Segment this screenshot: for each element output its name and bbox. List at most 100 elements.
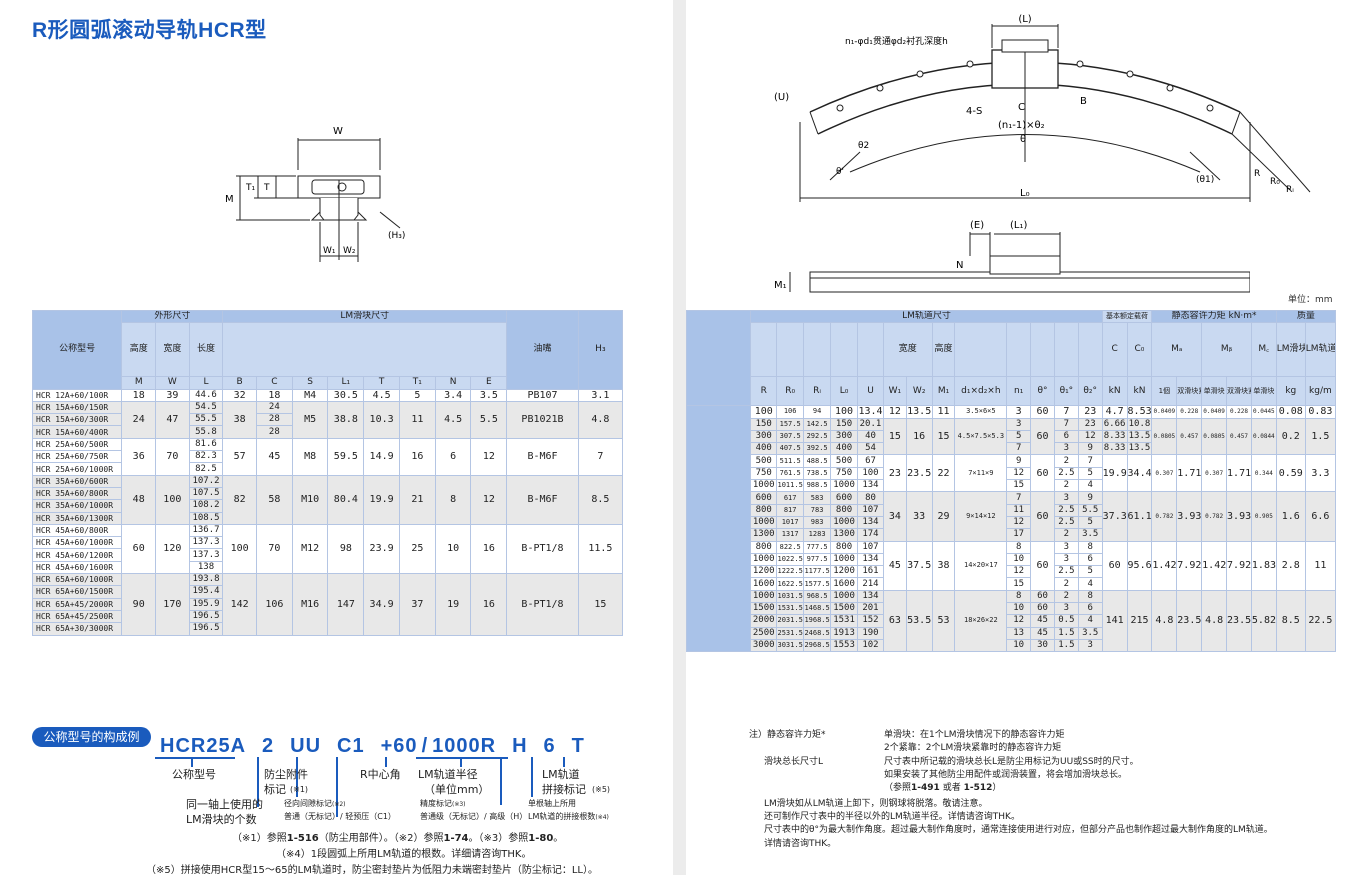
cell-B: 142 bbox=[222, 573, 257, 636]
cell-Ro: 1017 bbox=[776, 515, 805, 530]
unit-label: 单位：mm bbox=[1288, 295, 1333, 305]
ex-count2: LM滑块的个数 bbox=[186, 813, 257, 826]
cell-H3: 3.1 bbox=[577, 388, 624, 402]
code-part: 6 bbox=[543, 735, 556, 757]
hdr-length: 长度 bbox=[188, 322, 224, 378]
hdr-rcol-0: R bbox=[750, 376, 778, 407]
cell-W: 70 bbox=[155, 437, 190, 476]
cell-M1: 38 bbox=[931, 540, 956, 591]
cell-U: 102 bbox=[857, 638, 884, 653]
cell-Cv: 4.7 bbox=[1101, 405, 1128, 419]
cell-th2: 3.5 bbox=[1077, 528, 1103, 542]
dim-U: (U) bbox=[774, 92, 789, 103]
cell-nip: B-PT1/8 bbox=[506, 523, 579, 575]
cell-E: 16 bbox=[470, 523, 508, 575]
cell-nip: B-M6F bbox=[506, 474, 579, 525]
model-name: HCR 45A+60/800R bbox=[31, 523, 123, 538]
cell-th2: 9 bbox=[1077, 442, 1103, 456]
code-part: UU bbox=[290, 735, 322, 757]
hdr-moment-4: 单滑块 bbox=[1250, 376, 1277, 407]
hdr-r2-blank-0 bbox=[750, 322, 778, 378]
cell-U: 20.1 bbox=[857, 417, 884, 431]
ex-note-1: （※1）参照1-516（防尘用部件）。（※2）参照1-74。（※3）参照1-80… bbox=[232, 833, 564, 844]
cell-kgr: 0.83 bbox=[1304, 405, 1337, 419]
cell-B: 100 bbox=[222, 523, 257, 575]
hdr-rcol-7: M₁ bbox=[931, 376, 956, 407]
cell-W: 170 bbox=[155, 573, 190, 636]
cell-th1: 2 bbox=[1053, 589, 1079, 604]
dim-N: N bbox=[956, 260, 963, 271]
dim-T: T bbox=[263, 183, 270, 193]
cell-Lo: 800 bbox=[830, 540, 859, 554]
hdr-r2-blank-2 bbox=[803, 322, 832, 378]
ex-acc: 精度标记(※3) bbox=[420, 799, 466, 808]
cell-R: 750 bbox=[750, 466, 778, 481]
hdr-model: 公称型号 bbox=[31, 310, 123, 390]
model-name: HCR 25A+60/1000R bbox=[31, 462, 123, 476]
cell-L1: 30.5 bbox=[327, 388, 365, 402]
cell-S: M5 bbox=[291, 400, 329, 439]
cell-Lo: 1531 bbox=[830, 614, 859, 628]
cell-M: 60 bbox=[121, 523, 157, 575]
cell-W: 47 bbox=[155, 400, 190, 439]
cell-L: 195.4 bbox=[188, 585, 224, 599]
cell-T1: 21 bbox=[398, 474, 436, 525]
cell-n1: 8 bbox=[1006, 540, 1032, 554]
cell-U: 201 bbox=[857, 602, 884, 616]
cell-Ro: 1011.5 bbox=[776, 479, 805, 493]
cell-U: 107 bbox=[857, 540, 884, 554]
cell-W2: 53.5 bbox=[905, 589, 933, 653]
cell-Ro: 822.5 bbox=[776, 540, 805, 554]
cell-Lo: 1553 bbox=[830, 638, 859, 653]
cell-moment-4: 0.0844 bbox=[1250, 417, 1277, 456]
cell-L: 107.2 bbox=[188, 474, 224, 488]
model-name: HCR 35A+60/800R bbox=[31, 486, 123, 501]
cell-n1: 7 bbox=[1006, 442, 1032, 456]
cell-moment-3: 3.93 bbox=[1226, 491, 1252, 542]
cell-L1: 38.8 bbox=[327, 400, 365, 439]
cell-Ri: 1177.5 bbox=[803, 565, 832, 579]
dim-theta: θ bbox=[1020, 134, 1026, 145]
cell-th1: 3 bbox=[1053, 540, 1079, 554]
cell-th2: 4 bbox=[1077, 614, 1103, 628]
model-name: HCR 65A+60/1000R bbox=[31, 573, 123, 587]
cell-Lo: 150 bbox=[830, 417, 859, 431]
cell-H3: 4.8 bbox=[577, 400, 624, 439]
cell-moment-1: 23.5 bbox=[1176, 589, 1203, 653]
cell-S: M12 bbox=[291, 523, 329, 575]
dim-L: (L) bbox=[1018, 14, 1031, 25]
cell-nip: PB1021B bbox=[506, 400, 579, 439]
cell-Ri: 983 bbox=[803, 515, 832, 530]
side-view-diagram: (E) (L₁) N M₁ bbox=[774, 220, 1250, 293]
cell-Ro: 1317 bbox=[776, 528, 805, 542]
hdr-col-7: T bbox=[363, 376, 400, 390]
cell-kgb: 1.6 bbox=[1275, 491, 1306, 542]
note-a3: 2个紧靠：2个LM滑块紧靠时的静态容许力矩 bbox=[884, 743, 1062, 753]
cell-n1: 13 bbox=[1006, 626, 1032, 640]
cell-W2: 33 bbox=[905, 491, 933, 542]
cell-W1: 12 bbox=[882, 405, 907, 419]
cell-Cv: 19.9 bbox=[1101, 454, 1128, 493]
cell-th2: 6 bbox=[1077, 602, 1103, 616]
cell-M1: 29 bbox=[931, 491, 956, 542]
cell-n1: 12 bbox=[1006, 565, 1032, 579]
dim-W: W bbox=[333, 126, 343, 137]
cell-n1: 3 bbox=[1006, 405, 1032, 419]
cell-Lo: 500 bbox=[830, 454, 859, 468]
hdr-h3: H₃ bbox=[577, 310, 624, 390]
cell-th1: 2.5 bbox=[1053, 515, 1079, 530]
cell-Lo: 1300 bbox=[830, 528, 859, 542]
dim-Ro: R₀ bbox=[1270, 177, 1280, 187]
